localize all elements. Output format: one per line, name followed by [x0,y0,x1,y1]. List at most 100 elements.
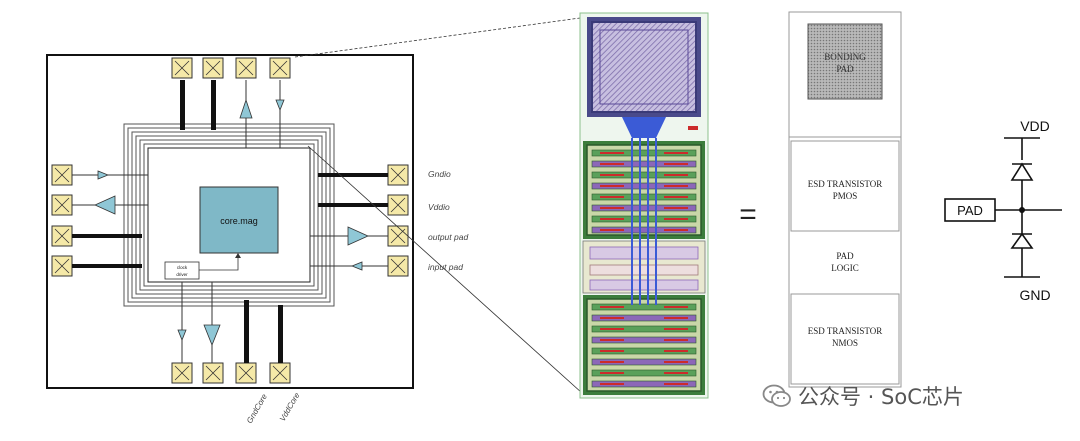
finger [591,336,697,344]
finger-contact [664,350,688,352]
finger-contact [664,306,688,308]
ring-line [143,143,315,287]
finger-contact [664,339,688,341]
ring-line [135,135,323,295]
esd-nmos-block [790,293,900,385]
finger-contact [600,174,624,176]
esd-nmos-label-1: ESD TRANSISTOR [808,326,882,336]
watermark-text: 公众号 · SoC芯片 [798,385,964,409]
power-wire [244,300,249,363]
finger-contact [664,317,688,319]
finger [591,380,697,388]
finger-contact [600,383,624,385]
finger-contact [600,317,624,319]
esd-schematic [944,137,1062,278]
io-pad [51,225,73,247]
wechat-icon [762,384,791,407]
bonding-pad-label-1: BONDING [824,52,866,62]
io-pad [269,362,291,384]
label-vddio: Vddio [428,202,450,212]
finger-contact [664,185,688,187]
io-pad [51,164,73,186]
finger-contact [600,339,624,341]
output-buffer [203,324,221,347]
clock-label-1: clock [177,265,188,270]
power-wire [278,305,283,363]
zoom-line-bottom [307,145,583,394]
ring-line [131,131,327,299]
finger [591,347,697,355]
finger-contact [664,229,688,231]
output-buffer [347,226,369,246]
finger-contact [664,207,688,209]
finger-contact [664,218,688,220]
power-wire [211,80,216,130]
ring-line [139,139,319,291]
clock-driver: clock driver [164,253,241,280]
io-pad [387,194,409,216]
input-buffer [275,99,285,112]
power-wire [318,203,388,207]
finger-contact [600,218,624,220]
input-buffer [97,170,110,180]
finger [591,303,697,311]
nmos-fingers [591,303,697,388]
io-wires [72,80,388,363]
label-vddcore: VddCore [278,391,302,423]
io-pad [387,225,409,247]
power-wire [318,173,388,177]
pad-ring [123,123,335,307]
vdd-label: VDD [1020,118,1050,134]
esd-pmos-label-2: PMOS [833,191,858,201]
finger-contact [600,152,624,154]
power-wire [72,264,142,268]
finger-contact [664,383,688,385]
pad-label: PAD [957,203,983,218]
finger [591,325,697,333]
equals-sign: = [739,198,757,231]
finger [591,226,697,234]
finger [591,193,697,201]
finger [591,215,697,223]
label-gndio: Gndio [428,169,451,179]
finger [591,358,697,366]
io-pads [51,57,409,384]
finger-contact [600,229,624,231]
io-pad [202,57,224,79]
output-buffer [239,98,253,119]
finger [591,182,697,190]
io-pad [171,57,193,79]
clock-label-2: driver [176,272,188,277]
io-pad [51,194,73,216]
bonding-pad-block [807,23,883,100]
input-buffer [177,329,187,342]
io-pad [269,57,291,79]
finger-contact [664,372,688,374]
io-pad [202,362,224,384]
finger-contact [600,196,624,198]
pad-layout [579,12,709,399]
finger-contact [664,163,688,165]
finger-contact [600,306,624,308]
zoom-line-top [294,17,581,58]
label-input-pad: input pad [428,262,463,272]
core-label: core.mag [220,216,258,226]
pad-logic-label-2: LOGIC [831,263,859,273]
io-pad [235,57,257,79]
finger-contact [600,328,624,330]
finger-contact [664,152,688,154]
finger-contact [600,372,624,374]
finger [591,171,697,179]
finger-contact [664,196,688,198]
io-pad [387,164,409,186]
junction-dot [1019,207,1025,213]
io-pad [235,362,257,384]
finger-contact [600,361,624,363]
finger [591,204,697,212]
power-wire [72,234,142,238]
finger [591,369,697,377]
finger [591,149,697,157]
finger-contact [664,328,688,330]
io-pad [171,362,193,384]
